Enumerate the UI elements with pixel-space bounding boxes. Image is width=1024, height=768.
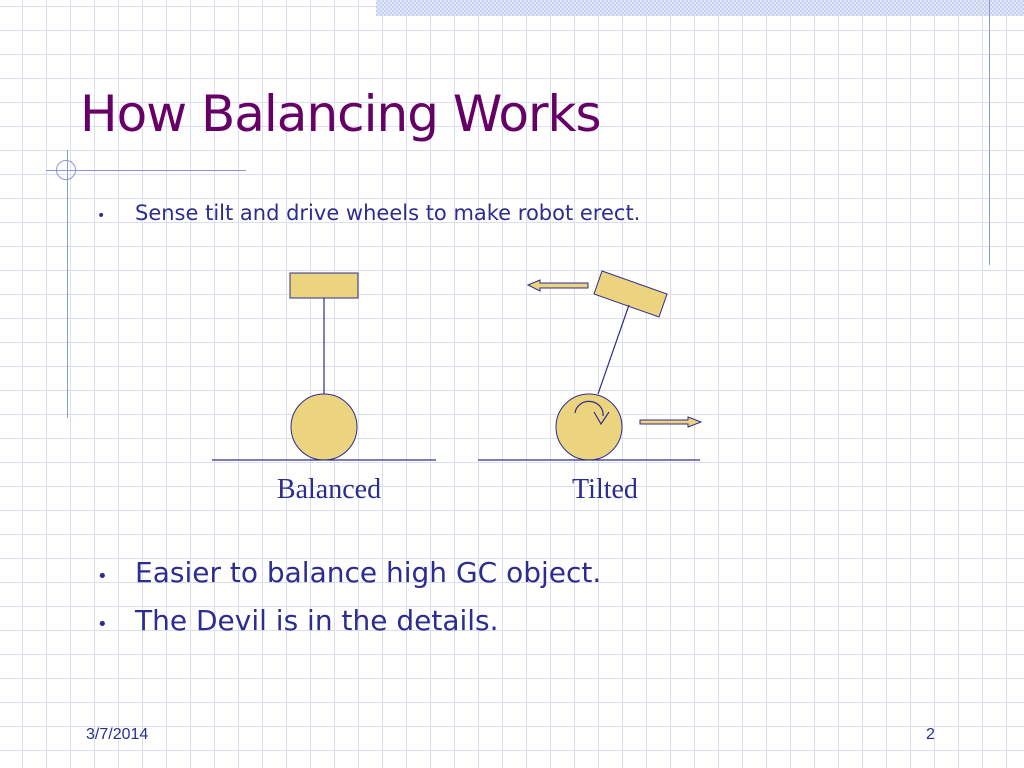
footer-page-number: 2 bbox=[926, 726, 935, 743]
bullet-marker: • bbox=[97, 614, 108, 635]
bullet-item-intro: • Sense tilt and drive wheels to make ro… bbox=[97, 201, 640, 225]
bullet-item-1: • Easier to balance high GC object. bbox=[97, 556, 601, 589]
decorative-horizontal-line bbox=[46, 170, 246, 171]
bullet-marker: • bbox=[97, 208, 106, 224]
bullet-item-2: • The Devil is in the details. bbox=[97, 604, 499, 637]
balanced-wheel bbox=[290, 393, 358, 461]
tilted-wheel bbox=[555, 393, 623, 461]
decorative-ring bbox=[56, 160, 76, 180]
decorative-top-band bbox=[376, 0, 1024, 16]
tilted-body bbox=[593, 270, 668, 318]
rotation-arrow-icon bbox=[574, 400, 610, 426]
footer-date: 3/7/2014 bbox=[86, 726, 149, 743]
decorative-vertical-line-left bbox=[67, 150, 68, 418]
decorative-vertical-line-right bbox=[989, 0, 990, 265]
bullet-text: Easier to balance high GC object. bbox=[135, 556, 602, 589]
slide-title: How Balancing Works bbox=[80, 85, 602, 143]
balanced-body bbox=[289, 272, 359, 299]
bullet-marker: • bbox=[97, 566, 108, 587]
right-arrow-icon bbox=[639, 416, 703, 428]
bullet-text: The Devil is in the details. bbox=[135, 604, 499, 637]
tilted-pole bbox=[597, 304, 630, 395]
bullet-text: Sense tilt and drive wheels to make robo… bbox=[135, 201, 641, 225]
balanced-label: Balanced bbox=[277, 474, 381, 505]
left-arrow-icon bbox=[526, 279, 589, 292]
tilted-label: Tilted bbox=[572, 474, 638, 505]
tilted-figure: Tilted bbox=[478, 270, 703, 505]
balanced-figure: Balanced bbox=[212, 272, 436, 505]
